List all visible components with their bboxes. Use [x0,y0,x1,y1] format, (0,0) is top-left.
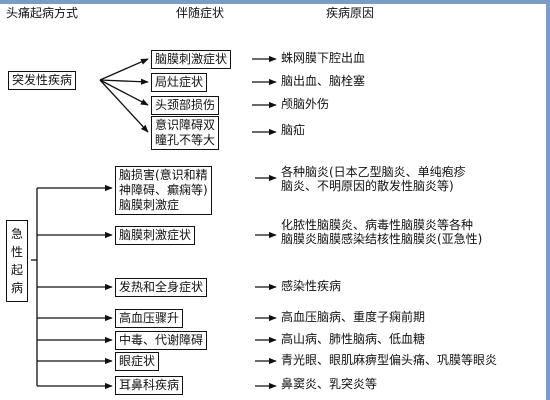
cause-line: 脑疝 [281,123,306,137]
cause-line: 高山病、肺性脑病、低血糖 [281,332,426,346]
onset-char: 起 [10,263,23,277]
symptom-line: 发热和全身症状 [119,280,204,294]
onset-box-sudden: 突发性疾病 [8,71,77,90]
symptom-box-head-neck-injury: 头颈部损伤 [151,96,220,115]
symptom-line: 意识障碍双 [155,118,216,132]
cause-hemorrhage: 脑出血、脑栓塞 [281,74,366,89]
header-onset: 头痛起病方式 [6,6,79,20]
symptom-line: 中毒、代谢障碍 [119,333,204,347]
symptom-box-eye: 眼症状 [115,352,160,371]
symptom-line: 脑膜刺激症 [119,198,180,212]
cause-herniation: 脑疝 [281,123,306,138]
cause-hypertensive: 高血压脑病、重度子痫前期 [281,310,426,325]
symptom-line: 脑损害(意识和精 [119,168,208,182]
cause-meningitis: 化脓性脑膜炎、病毒性脑膜炎等各种 脑膜炎脑膜感染结核性脑膜炎(亚急性) [281,218,483,247]
onset-char: 性 [10,245,23,259]
symptom-line: 脑膜刺激症状 [119,228,192,242]
cause-line: 高血压脑病、重度子痫前期 [281,310,426,324]
cause-line: 脑膜炎脑膜感染结核性脑膜炎(亚急性) [281,231,483,246]
cause-infection: 感染性疾病 [281,279,342,294]
symptom-box-toxic-metabolic: 中毒、代谢障碍 [115,331,208,350]
fan-arrow [99,79,149,133]
cause-line: 青光眼、眼肌麻痹型偏头痛、巩膜等眼炎 [281,353,498,367]
cause-encephalitis: 各种脑炎(日本乙型脑炎、单纯疱疹 脑炎、不明原因的散发性脑炎等) [281,165,466,194]
symptom-line: 耳鼻科疾病 [119,378,180,392]
symptom-line: 瞳孔不等大 [155,133,216,147]
symptom-line: 脑膜刺激症状 [155,52,228,66]
cause-sah: 蛛网膜下腔出血 [281,51,366,66]
onset-box-acute: 急性起病 [6,220,28,302]
cause-line: 化脓性脑膜炎、病毒性脑膜炎等各种 [281,218,474,232]
symptom-line: 高血压骤升 [119,311,180,325]
symptom-line: 局灶症状 [155,75,204,89]
cause-line: 各种脑炎(日本乙型脑炎、单纯疱疹 [281,165,466,179]
symptom-box-consciousness: 意识障碍双 瞳孔不等大 [151,116,220,150]
symptom-box-hypertension: 高血压骤升 [115,309,184,328]
symptom-box-fever: 发热和全身症状 [115,278,208,297]
cause-eye: 青光眼、眼肌麻痹型偏头痛、巩膜等眼炎 [281,353,498,368]
symptom-box-meningeal: 脑膜刺激症状 [151,50,232,69]
fan-arrow [99,78,149,85]
symptom-box-focal: 局灶症状 [151,73,208,92]
header-symptom: 伴随症状 [176,6,225,20]
symptom-box-ent: 耳鼻科疾病 [115,376,184,395]
symptom-box-meningeal-2: 脑膜刺激症状 [115,226,196,245]
fan-arrow [99,58,149,81]
cause-metabolic: 高山病、肺性脑病、低血糖 [281,332,426,347]
header-cause: 疾病原因 [326,6,375,20]
frame-border-top [0,0,550,4]
frame-border-right [546,0,550,400]
symptom-line: 头颈部损伤 [155,98,216,112]
cause-line: 脑出血、脑栓塞 [281,74,366,88]
cause-line: 脑炎、不明原因的散发性脑炎等) [281,178,454,193]
onset-char: 病 [10,281,23,295]
symptom-line: 神障碍、癫痫等) [119,183,208,197]
symptom-box-brain-damage: 脑损害(意识和精 神障碍、癫痫等) 脑膜刺激症 [115,166,212,215]
onset-char: 急 [10,227,23,241]
cause-trauma: 颅脑外伤 [281,97,330,112]
symptom-line: 眼症状 [119,354,156,368]
cause-line: 蛛网膜下腔出血 [281,51,366,65]
cause-line: 鼻窦炎、乳突炎等 [281,377,378,391]
fan-arrow [99,79,149,106]
onset-label-acute: 急性起病 [9,225,25,297]
cause-line: 颅脑外伤 [281,97,330,111]
cause-line: 感染性疾病 [281,279,342,293]
cause-ent: 鼻窦炎、乳突炎等 [281,377,378,392]
